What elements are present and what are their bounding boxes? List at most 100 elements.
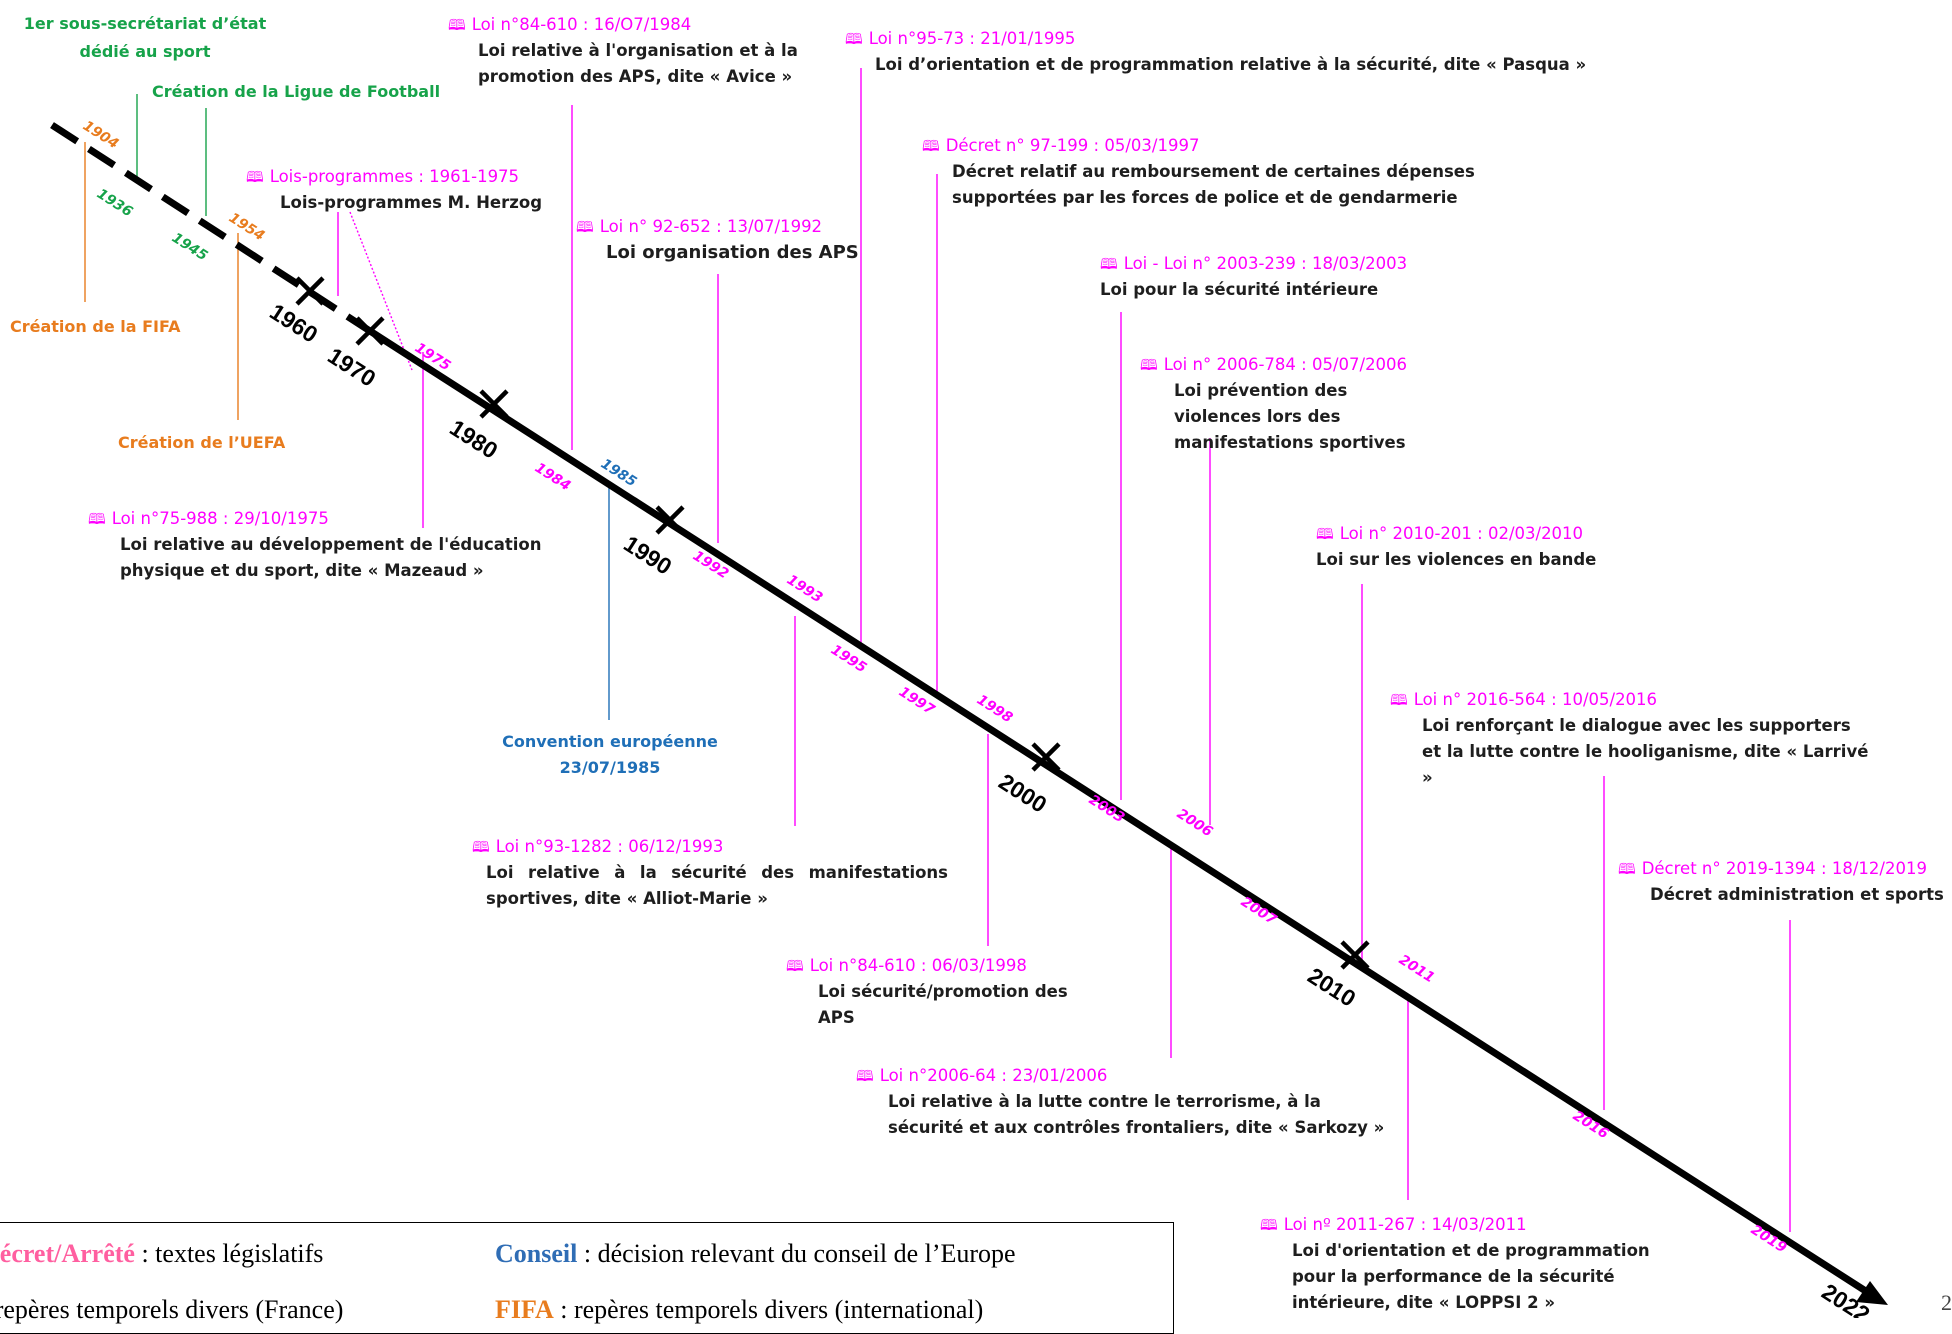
law-ref: Décret n° 2019-1394 : 18/12/2019	[1641, 859, 1927, 878]
decret-1997: 🕮 Décret n° 97-199 : 05/03/1997 Décret re…	[922, 133, 1582, 211]
law-2003: 🕮 Loi - Loi n° 2003-239 : 18/03/2003 Loi …	[1100, 251, 1520, 303]
law-desc: Loi sécurité/promotion des APS	[818, 982, 1068, 1027]
decade-label: 1990	[619, 530, 676, 579]
decade-cross	[295, 276, 325, 306]
law-ref: Loi n°84-610 : 06/03/1998	[809, 956, 1027, 975]
law-2010: 🕮 Loi n° 2010-201 : 02/03/2010 Loi sur le…	[1316, 521, 1696, 573]
law-desc: Lois-programmes M. Herzog	[280, 193, 543, 212]
law-ref: Loi n°2006-64 : 23/01/2006	[879, 1066, 1108, 1085]
year-tick: 2006	[1174, 806, 1216, 841]
law-ref: Loi - Loi n° 2003-239 : 18/03/2003	[1123, 254, 1408, 273]
book-icon: 🕮	[1140, 356, 1158, 374]
law-desc: Loi relative à la lutte contre le terror…	[888, 1092, 1385, 1137]
book-icon: 🕮	[856, 1067, 874, 1085]
law-desc: Décret administration et sports	[1650, 885, 1944, 904]
legend-council-text: : décision relevant du conseil de l’Euro…	[577, 1239, 1016, 1268]
law-ref: Décret n° 97-199 : 05/03/1997	[945, 136, 1200, 155]
decade-cross	[1340, 940, 1370, 970]
timeline-axis	[368, 328, 1877, 1300]
decade-label: 1960	[265, 298, 322, 347]
event-sous-secretariat-text: 1er sous-secrétariat d’état dédié au spo…	[23, 14, 267, 61]
year-tick: 2011	[1396, 952, 1437, 986]
legend-law-key: Décret/Arrêté	[0, 1239, 135, 1268]
book-icon: 🕮	[576, 218, 594, 236]
page-number: 2	[1941, 1290, 1952, 1315]
law-1992-aps: 🕮 Loi n° 92-652 : 13/07/1992 Loi organisa…	[576, 214, 936, 266]
law-ref: Loi n° 2016-564 : 10/05/2016	[1413, 690, 1658, 709]
law-ref: Loi n° 92-652 : 13/07/1992	[599, 217, 823, 236]
event-convention-date: 23/07/1985	[559, 758, 661, 777]
law-desc: Loi sur les violences en bande	[1316, 550, 1597, 569]
decade-label: 2010	[1303, 962, 1360, 1011]
event-fifa: Création de la FIFA	[10, 314, 180, 340]
connector-lines	[84, 68, 1791, 1232]
connector-line	[349, 211, 413, 371]
law-ref: Loi n°93-1282 : 06/12/1993	[495, 837, 724, 856]
year-tick: 1984	[532, 460, 573, 494]
year-crosses	[295, 276, 1370, 970]
event-convention: Convention européenne 23/07/1985	[480, 729, 740, 781]
event-uefa-text: Création de l’UEFA	[118, 433, 286, 452]
year-tick: 1945	[169, 230, 211, 265]
legend-council-key: Conseil	[495, 1239, 578, 1268]
decade-cross	[355, 316, 385, 346]
legend-intl-key: FIFA	[495, 1295, 554, 1324]
event-fifa-text: Création de la FIFA	[10, 317, 181, 336]
decade-cross	[479, 389, 509, 419]
law-2011-loppsi: 🕮 Loi nº 2011-267 : 14/03/2011 Loi d'orie…	[1260, 1212, 1660, 1316]
law-desc: Loi relative au développement de l'éduca…	[120, 535, 542, 580]
year-tick: 1936	[94, 186, 136, 221]
law-2006-64-sarkozy: 🕮 Loi n°2006-64 : 23/01/2006 Loi relative…	[856, 1063, 1396, 1141]
legend-row-international: FIFA : repères temporels divers (interna…	[495, 1295, 983, 1325]
law-2016-larrive: 🕮Loi n° 2016-564 : 10/05/2016 Loi renfor…	[1390, 687, 1870, 791]
law-ref: Loi n°75-988 : 29/10/1975	[111, 509, 329, 528]
law-1984-avice: 🕮Loi n°84-610 : 16/O7/1984 Loi relative …	[448, 12, 808, 90]
book-icon: 🕮	[246, 168, 264, 186]
law-desc: Loi d’orientation et de programmation re…	[875, 55, 1587, 74]
legend-row-laws: Décret/Arrêté : textes législatifs	[0, 1239, 323, 1269]
legend-box: Décret/Arrêté : textes législatifs Conse…	[0, 1222, 1174, 1334]
legend-row-france: : repères temporels divers (France)	[0, 1295, 343, 1325]
event-convention-title: Convention européenne	[502, 732, 718, 751]
law-ref: Loi nº 2011-267 : 14/03/2011	[1283, 1215, 1527, 1234]
book-icon: 🕮	[1618, 860, 1636, 878]
law-desc: Loi relative à la sécurité des manifesta…	[486, 863, 948, 908]
legend-intl-text: : repères temporels divers (internationa…	[553, 1295, 984, 1324]
law-1975-mazeaud: 🕮 Loi n°75-988 : 29/10/1975 Loi relative …	[88, 506, 548, 584]
lois-programmes: 🕮 Lois-programmes : 1961-1975 Lois-progra…	[246, 164, 586, 216]
event-ligue-football: Création de la Ligue de Football	[152, 79, 440, 105]
year-tick: 1904	[80, 118, 121, 152]
event-uefa: Création de l’UEFA	[118, 430, 285, 456]
law-1998: 🕮Loi n°84-610 : 06/03/1998 Loi sécurité/…	[786, 953, 1086, 1031]
book-icon: 🕮	[88, 510, 106, 528]
law-ref: Lois-programmes : 1961-1975	[269, 167, 520, 186]
law-desc: Loi pour la sécurité intérieure	[1100, 280, 1379, 299]
book-icon: 🕮	[1260, 1216, 1278, 1234]
law-1995-pasqua: 🕮 Loi n°95-73 : 21/01/1995 Loi d’orientat…	[845, 26, 1605, 78]
decade-cross	[1031, 742, 1061, 772]
law-desc: Loi prévention des violences lors des ma…	[1174, 381, 1406, 452]
law-ref: Loi n°95-73 : 21/01/1995	[868, 29, 1076, 48]
book-icon: 🕮	[1100, 255, 1118, 273]
book-icon: 🕮	[845, 30, 863, 48]
legend-row-council: Conseil : décision relevant du conseil d…	[495, 1239, 1016, 1269]
timeline-arrowhead	[1856, 1281, 1888, 1305]
law-ref: Loi n° 2010-201 : 02/03/2010	[1339, 524, 1584, 543]
decret-2019: 🕮 Décret n° 2019-1394 : 18/12/2019 Décret…	[1618, 856, 1952, 908]
law-ref: Loi n°84-610 : 16/O7/1984	[471, 15, 692, 34]
law-desc: Loi organisation des APS	[606, 242, 859, 263]
decade-label: 1980	[445, 414, 502, 463]
decade-label: 1970	[323, 342, 380, 391]
event-sous-secretariat: 1er sous-secrétariat d’état dédié au spo…	[20, 10, 270, 66]
legend-france-text: : repères temporels divers (France)	[0, 1295, 344, 1324]
book-icon: 🕮	[1316, 525, 1334, 543]
law-desc: Loi renforçant le dialogue avec les supp…	[1422, 716, 1869, 787]
law-desc: Loi d'orientation et de programmation po…	[1292, 1241, 1650, 1312]
law-1993-alliot-marie: 🕮Loi n°93-1282 : 06/12/1993 Loi relative…	[472, 834, 948, 912]
book-icon: 🕮	[922, 137, 940, 155]
law-ref: Loi n° 2006-784 : 05/07/2006	[1163, 355, 1408, 374]
law-desc: Décret relatif au remboursement de certa…	[952, 162, 1475, 207]
timeline-dashed-segment	[50, 122, 372, 334]
